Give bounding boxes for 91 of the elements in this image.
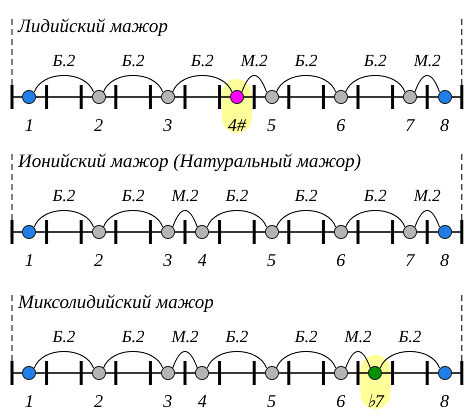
interval-label: Б.2: [122, 52, 144, 69]
note-circle: [438, 225, 452, 239]
interval-arc: [345, 210, 406, 228]
note-circle: [264, 225, 278, 239]
interval-arc: [276, 75, 336, 92]
note-circle: [195, 366, 210, 380]
degree-number: 3: [163, 116, 172, 134]
interval-arc: [103, 351, 164, 368]
note-circle: [92, 366, 106, 380]
interval-arc: [276, 351, 336, 368]
note-circle: [92, 225, 106, 239]
interval-label: Б.2: [226, 328, 248, 345]
degree-number: 4#: [228, 116, 246, 134]
note-circle: [334, 90, 348, 104]
note-circle: [22, 225, 36, 239]
note-circle: [160, 90, 175, 104]
note-circle: [402, 90, 417, 104]
note-circle: [160, 366, 175, 380]
interval-label: М.2: [414, 52, 441, 69]
interval-arc: [380, 351, 440, 368]
interval-label: М.2: [414, 187, 441, 204]
interval-arc: [34, 75, 94, 92]
degree-number: 3: [163, 251, 172, 269]
interval-arc: [276, 210, 336, 228]
degree-number: 4: [198, 392, 207, 410]
interval-label: Б.2: [122, 328, 144, 345]
interval-label: Б.2: [398, 328, 422, 345]
interval-label: Б.2: [190, 52, 214, 69]
scale-title: Ионийский мажор (Натуральный мажор): [18, 152, 361, 172]
interval-arc: [206, 351, 267, 368]
interval-arc: [414, 210, 440, 228]
degree-number: ♭7: [366, 392, 384, 410]
interval-arc: [103, 210, 164, 228]
note-circle: [195, 225, 210, 239]
degree-number: 8: [440, 116, 449, 134]
degree-number: 6: [336, 392, 346, 410]
degree-number: 5: [267, 251, 276, 269]
interval-label: Б.2: [226, 187, 248, 204]
degree-number: 6: [336, 116, 346, 134]
interval-arc: [414, 75, 440, 92]
interval-label: М.2: [172, 187, 198, 204]
note-circle: [22, 90, 36, 104]
degree-number: 1: [24, 251, 34, 269]
degree-number: 2: [94, 251, 103, 269]
interval-arc: [103, 75, 164, 92]
note-circle: [264, 90, 278, 104]
degree-number: 2: [94, 116, 103, 134]
note-circle: [92, 90, 106, 104]
degree-number: 6: [336, 251, 346, 269]
scale-title: Лидийский мажор: [18, 17, 168, 37]
degree-number: 5: [267, 392, 276, 410]
degree-number: 1: [24, 392, 34, 410]
note-circle: [22, 366, 36, 380]
note-circle: [402, 225, 417, 239]
interval-label: Б.2: [294, 52, 318, 69]
degree-number: 8: [440, 392, 449, 410]
interval-label: Б.2: [364, 52, 387, 69]
interval-arc: [34, 210, 94, 228]
degree-number: 7: [405, 251, 414, 269]
degree-number: 2: [94, 392, 103, 410]
degree-number: 7: [405, 116, 414, 134]
scale-title: Миксолидийский мажор: [18, 293, 214, 313]
interval-arc: [241, 75, 267, 92]
interval-label: Б.2: [52, 52, 76, 69]
degree-number: 1: [24, 116, 34, 134]
interval-arc: [172, 351, 198, 368]
interval-arc: [206, 210, 267, 228]
degree-number: 8: [440, 251, 449, 269]
interval-label: Б.2: [52, 328, 76, 345]
interval-arc: [172, 75, 232, 92]
degree-number: 3: [163, 392, 172, 410]
interval-label: Б.2: [364, 187, 387, 204]
interval-label: М.2: [344, 328, 372, 345]
note-circle: [264, 366, 278, 380]
interval-arc: [345, 351, 371, 368]
interval-arc: [345, 75, 406, 92]
degree-number: 4: [198, 251, 207, 269]
note-circle: [334, 225, 348, 239]
note-circle: [334, 366, 348, 380]
note-circle: [160, 225, 175, 239]
interval-label: Б.2: [122, 187, 144, 204]
interval-label: Б.2: [52, 187, 76, 204]
interval-arc: [172, 210, 198, 228]
interval-label: М.2: [240, 52, 268, 69]
note-circle: [438, 366, 452, 380]
degree-number: 5: [267, 116, 276, 134]
interval-arc: [34, 351, 94, 368]
interval-label: Б.2: [294, 187, 318, 204]
interval-label: М.2: [172, 328, 198, 345]
note-circle: [438, 90, 452, 104]
interval-label: Б.2: [294, 328, 318, 345]
